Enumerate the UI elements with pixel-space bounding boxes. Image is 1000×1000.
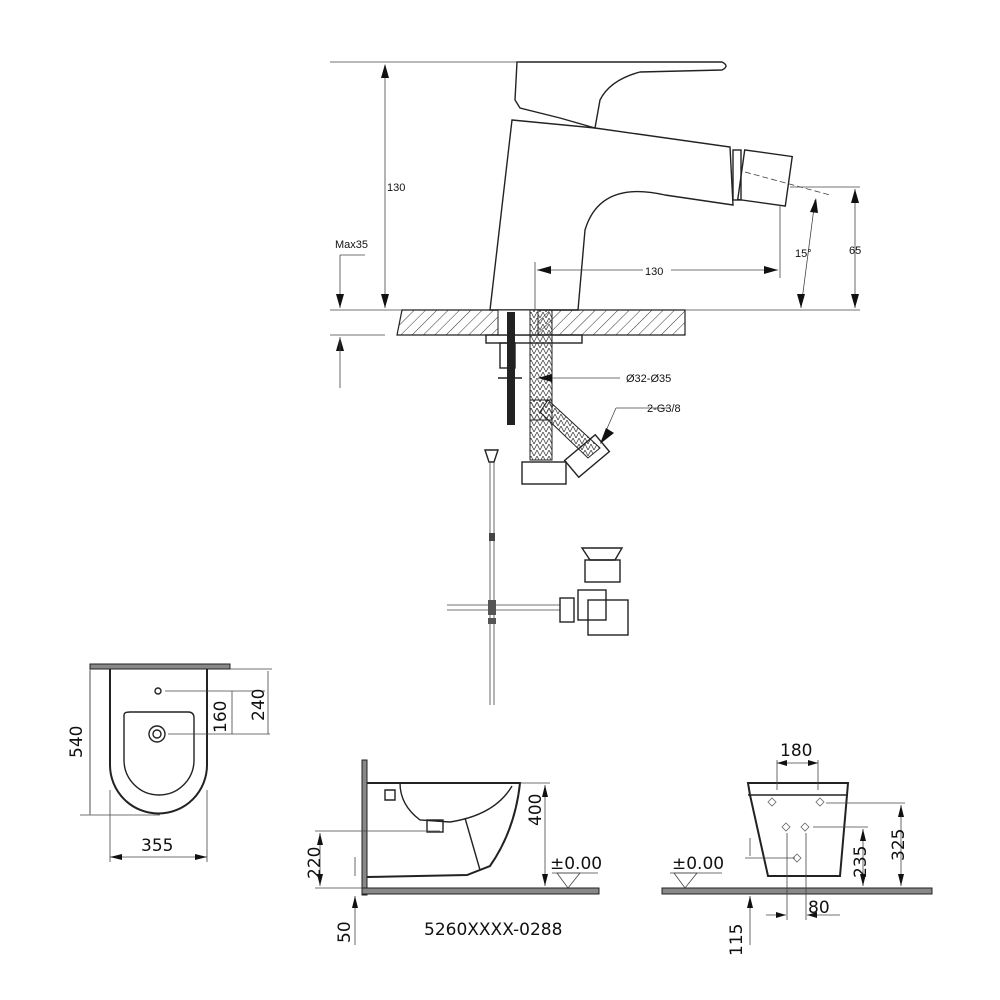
faucet-elevation: 130 Max35 130 65 15° Ø32-Ø35 2-G3/8 [330, 61, 861, 485]
bidet-top-view: 540 355 160 240 [67, 663, 272, 862]
faucet-body [489, 119, 734, 311]
bidet-length-label: 540 [67, 726, 87, 758]
bidet-height-label: 400 [526, 794, 546, 826]
hole-diameter-label: Ø32-Ø35 [626, 373, 671, 385]
drain-offset-label: 160 [211, 701, 231, 733]
faucet-lever [514, 61, 727, 129]
faucet-height-label: 130 [387, 182, 405, 194]
connection-thread-label: 2-G3/8 [647, 403, 681, 415]
tap-hole-offset-label: 240 [249, 689, 269, 721]
spout-height-label: 65 [849, 245, 861, 257]
mounting-plate [485, 334, 583, 344]
fixing-points [767, 797, 825, 863]
threaded-rod [507, 312, 515, 384]
front-level-label: ±0.00 [672, 854, 724, 874]
bidet-width-label: 355 [141, 836, 173, 856]
aerator-collar [732, 149, 742, 201]
floor-offset-label: 50 [335, 921, 355, 943]
max-thickness-label: Max35 [335, 239, 368, 251]
hose-nut [521, 461, 567, 485]
supply-height-label: 115 [727, 924, 747, 956]
hose-nut-angled [563, 433, 611, 479]
bidet-side-view: 400 220 50 ±0.00 5260XXXX-0288 [305, 759, 602, 945]
spout-reach-label: 130 [645, 266, 663, 278]
bidet-front-view: 180 235 325 115 80 ±0.00 [661, 741, 933, 956]
aerator [736, 149, 794, 207]
popup-waste-assembly [447, 449, 629, 705]
lower-fixing-height-label: 235 [851, 846, 871, 878]
product-code: 5260XXXX-0288 [424, 920, 562, 940]
fixing-offset-label: 80 [808, 898, 830, 918]
fixing-spacing-label: 180 [780, 741, 812, 761]
drain-height-label: 220 [305, 847, 325, 879]
side-level-label: ±0.00 [550, 854, 602, 874]
upper-fixing-height-label: 325 [889, 829, 909, 861]
angle-label: 15° [795, 248, 812, 260]
